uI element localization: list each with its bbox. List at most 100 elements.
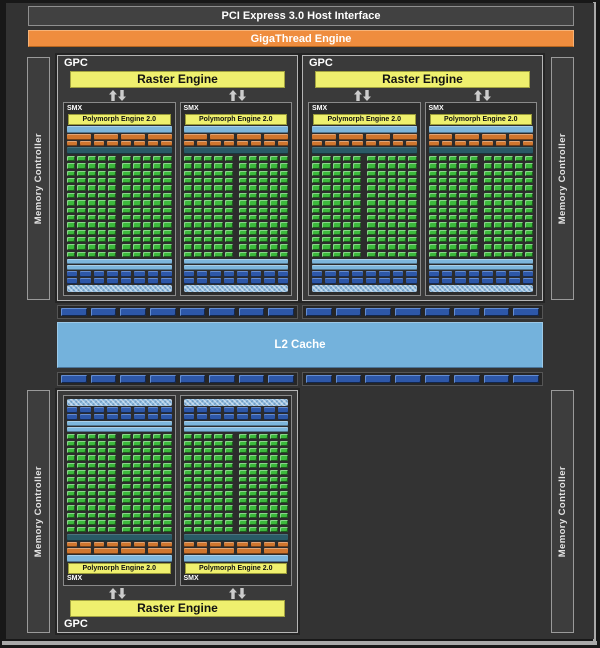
- gpc-top-right: GPC Raster Engine SMX Polymorph Engine 2…: [302, 55, 543, 301]
- cuda-core-cell: [224, 434, 233, 440]
- cuda-core-cell: [259, 512, 268, 518]
- cuda-core-cell: [269, 178, 278, 184]
- cuda-core-cell: [428, 229, 437, 235]
- cuda-core-cell: [204, 455, 213, 461]
- cuda-core-cell: [163, 448, 172, 454]
- core-row: [67, 207, 172, 213]
- cuda-core-cell: [214, 192, 223, 199]
- cuda-core-cell: [459, 163, 468, 169]
- register-file-bar: [67, 147, 172, 154]
- cuda-core-cell: [353, 229, 362, 235]
- cuda-core-cell: [483, 200, 492, 206]
- ldst-sfu-segment: [93, 407, 105, 413]
- cuda-core-cell: [342, 192, 351, 199]
- cuda-core-cell: [483, 170, 492, 177]
- cuda-core-cell: [279, 156, 288, 162]
- cuda-core-cell: [428, 163, 437, 169]
- core-row: [183, 200, 288, 206]
- cuda-core-cell: [193, 214, 202, 221]
- cuda-core-cell: [108, 483, 117, 490]
- cuda-core-cell: [163, 469, 172, 475]
- dispatch-unit-segment: [264, 542, 275, 547]
- rop-block: [335, 375, 362, 383]
- cuda-core-cell: [67, 455, 76, 461]
- cuda-core-cell: [87, 526, 96, 532]
- cuda-core-cell: [377, 170, 386, 177]
- cuda-core-cell: [469, 163, 478, 169]
- cuda-core-cell: [279, 236, 288, 243]
- cuda-core-cell: [279, 448, 288, 454]
- core-row: [67, 483, 172, 490]
- cuda-core-cell: [459, 192, 468, 199]
- cuda-core-cell: [377, 178, 386, 184]
- polymorph-engine-bar: Polymorph Engine 2.0: [184, 563, 287, 574]
- cuda-core-cell: [87, 178, 96, 184]
- cuda-core-cell: [483, 229, 492, 235]
- dispatch-unit-segment: [379, 141, 390, 146]
- cuda-core-cell: [214, 207, 223, 213]
- instruction-cache-bar: [67, 126, 172, 133]
- cuda-core-cell: [132, 448, 141, 454]
- core-row: [67, 178, 172, 184]
- cuda-core-cell: [353, 244, 362, 250]
- core-row: [312, 236, 417, 243]
- warp-scheduler-segment: [338, 134, 363, 140]
- cuda-core-cell: [77, 469, 86, 475]
- cuda-core-cell: [387, 163, 396, 169]
- cuda-core-cell: [108, 441, 117, 447]
- core-row: [183, 163, 288, 169]
- cuda-core-cell: [387, 170, 396, 177]
- cuda-core-cell: [153, 214, 162, 221]
- warp-scheduler-segment: [67, 134, 91, 140]
- cuda-core-cell: [77, 244, 86, 250]
- cuda-core-cell: [193, 476, 202, 482]
- cuda-core-cell: [183, 448, 192, 454]
- cuda-core-cell: [524, 222, 533, 228]
- cuda-core-cell: [224, 483, 233, 490]
- cuda-core-cell: [193, 448, 202, 454]
- cuda-core-cell: [332, 185, 341, 191]
- cuda-core-cell: [122, 441, 131, 447]
- cuda-core-cell: [428, 251, 437, 258]
- cuda-core-cell: [483, 178, 492, 184]
- cuda-core-cell: [183, 207, 192, 213]
- cuda-core-cell: [342, 244, 351, 250]
- cuda-core-cell: [269, 441, 278, 447]
- cuda-core-cell: [204, 200, 213, 206]
- cuda-core-cell: [77, 498, 86, 504]
- ldst-sfu-segment: [277, 278, 288, 284]
- cuda-core-cell: [387, 229, 396, 235]
- cuda-core-cell: [163, 192, 172, 199]
- cuda-core-cell: [224, 192, 233, 199]
- ldst-sfu-segment: [223, 278, 235, 284]
- rop-block: [483, 308, 510, 316]
- cuda-core-cell: [163, 178, 172, 184]
- dispatch-unit-segment: [277, 542, 288, 547]
- cuda-core-cell: [163, 512, 172, 518]
- cuda-core-cell: [193, 455, 202, 461]
- cuda-core-cell: [122, 469, 131, 475]
- cuda-core-cell: [108, 229, 117, 235]
- cuda-core-cell: [122, 244, 131, 250]
- cuda-core-cell: [122, 185, 131, 191]
- cuda-core-cell: [67, 222, 76, 228]
- cuda-core-cell: [459, 251, 468, 258]
- cuda-core-cell: [97, 476, 106, 482]
- cuda-core-cell: [163, 434, 172, 440]
- ldst-sfu-segment: [379, 271, 390, 277]
- cuda-core-cell: [214, 178, 223, 184]
- cuda-core-cell: [163, 519, 172, 525]
- cuda-core-cell: [269, 434, 278, 440]
- cuda-core-cell: [322, 214, 331, 221]
- cuda-core-cell: [77, 214, 86, 221]
- cuda-core-cell: [108, 251, 117, 258]
- cuda-core-cell: [342, 178, 351, 184]
- cuda-core-cell: [132, 491, 141, 497]
- gpc-label: GPC: [64, 618, 88, 630]
- cuda-core-cell: [142, 483, 151, 490]
- cuda-core-cell: [87, 476, 96, 482]
- interconnect-bar-1: [312, 259, 417, 264]
- ldst-sfu-segment: [210, 407, 221, 413]
- cuda-core-cell: [449, 185, 458, 191]
- cuda-core-cell: [153, 491, 162, 497]
